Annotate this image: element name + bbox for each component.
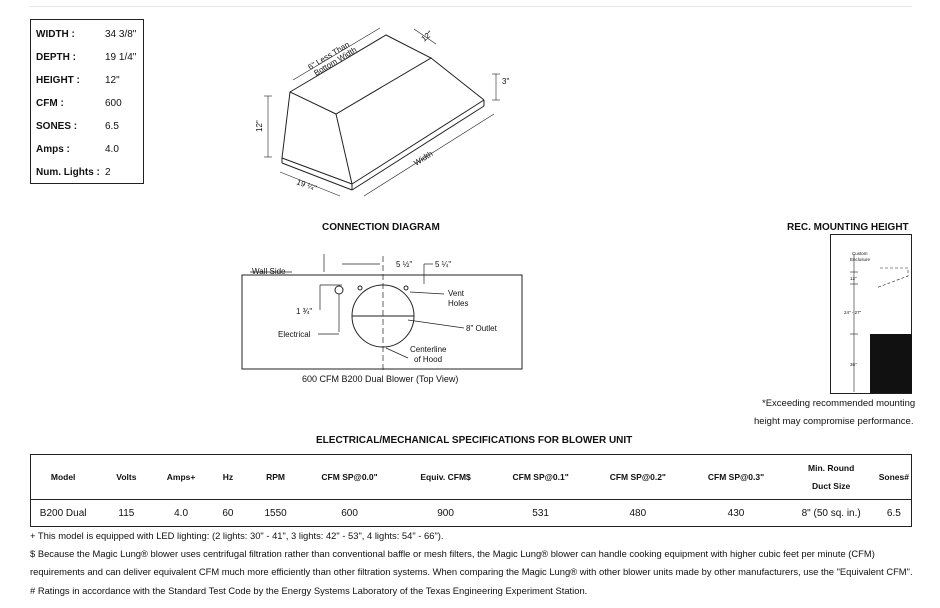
cell-amps: 4.0 xyxy=(157,499,205,527)
dim-label: CFM : xyxy=(36,98,64,109)
hood-width-label: Width xyxy=(412,149,434,167)
col-sones: Sones# xyxy=(878,472,909,482)
outlet-label: 8" Outlet xyxy=(466,324,498,333)
cell-cfm-03: 430 xyxy=(686,499,786,527)
enclosure-label-2: Enclosure xyxy=(850,257,871,262)
dim-label: Amps : xyxy=(36,144,70,155)
vent-hole-left xyxy=(357,285,363,291)
connection-caption: 600 CFM B200 Dual Blower (Top View) xyxy=(302,374,459,384)
duct-size-header-line: Duct Size xyxy=(812,481,851,491)
mount-dim-bottom: 36" xyxy=(850,362,857,367)
wall-side-label: Wall Side xyxy=(252,267,286,276)
hood-lip-label: 3" xyxy=(502,77,509,86)
hood-height-label: 12" xyxy=(255,120,264,132)
dim-value: 6.5 xyxy=(105,121,119,132)
footnote-ratings: # Ratings in accordance with the Standar… xyxy=(30,585,588,596)
table-row: B200 Dual 115 4.0 60 1550 600 900 531 48… xyxy=(30,499,912,527)
vent-hole-right xyxy=(403,285,409,291)
col-cfm-00: CFM SP@0.0" xyxy=(321,472,378,482)
cell-cfm-01: 531 xyxy=(492,499,590,527)
cell-rpm: 1550 xyxy=(251,499,300,527)
enclosure-label-1: Custom xyxy=(852,251,868,256)
mounting-note-1: *Exceeding recommended mounting xyxy=(762,398,916,409)
dim-value: 19 1/4" xyxy=(105,52,137,63)
dim-value: 2 xyxy=(105,167,111,178)
cell-equiv-cfm: 900 xyxy=(399,499,493,527)
cell-sones: 6.5 xyxy=(876,499,912,527)
mounting-title: REC. MOUNTING HEIGHT xyxy=(787,222,909,233)
dim-value: 12" xyxy=(105,75,120,86)
cell-hz: 60 xyxy=(204,499,252,527)
col-hz: Hz xyxy=(222,472,234,482)
dim-value: 4.0 xyxy=(105,144,119,155)
top-divider xyxy=(30,6,912,7)
dim-label: SONES : xyxy=(36,121,78,132)
mount-dim-top: 12" xyxy=(850,276,857,281)
col-rpm: RPM xyxy=(266,472,286,482)
specs-header-row: Model Volts Amps+ Hz RPM CFM SP@0.0" Equ… xyxy=(31,455,912,500)
duct-size-header-line: Min. Round xyxy=(808,463,855,473)
hood-isometric-drawing: 6" Less Than Bottom Width 12" 12" 3" 19 … xyxy=(255,27,509,197)
col-cfm-03: CFM SP@0.3" xyxy=(707,472,765,482)
dim-label: HEIGHT : xyxy=(36,75,80,86)
footnote-equiv-cfm-1: $ Because the Magic Lung® blower uses ce… xyxy=(30,548,875,559)
electrical-label: Electrical xyxy=(278,330,311,339)
mounting-note-2: height may compromise performance. xyxy=(754,416,914,427)
col-amps: Amps+ xyxy=(166,472,196,482)
electrical-knockout xyxy=(334,285,344,295)
footnote-led: + This model is equipped with LED lighti… xyxy=(30,530,444,541)
col-cfm-01: CFM SP@0.1" xyxy=(512,472,569,482)
col-volts: Volts xyxy=(116,472,137,482)
cell-cfm-00: 600 xyxy=(299,499,400,527)
col-equiv-cfm: Equiv. CFM$ xyxy=(420,472,471,482)
cell-duct-size: 8" (50 sq. in.) xyxy=(785,499,877,527)
dim-5-quarter: 5 ¼" xyxy=(435,260,451,269)
mounting-diagram: Custom Enclosure 12" 24" - 27" 36" xyxy=(830,234,912,394)
col-model: Model xyxy=(50,472,76,482)
specs-title: ELECTRICAL/MECHANICAL SPECIFICATIONS FOR… xyxy=(316,435,633,446)
col-cfm-02: CFM SP@0.2" xyxy=(609,472,666,482)
dim-value: 34 3/8" xyxy=(105,29,137,40)
dim-1-3-4: 1 ¾" xyxy=(296,307,312,316)
dim-label: Num. Lights : xyxy=(36,167,100,178)
cell-cfm-02: 480 xyxy=(589,499,687,527)
dim-5-half: 5 ½" xyxy=(396,260,412,269)
dimensions-box: WIDTH : 34 3/8" DEPTH : 19 1/4" HEIGHT :… xyxy=(30,19,144,184)
vent-label-2: Holes xyxy=(448,299,468,308)
cell-model: B200 Dual xyxy=(30,499,96,527)
vent-label-1: Vent xyxy=(448,289,465,298)
connection-diagram-title: CONNECTION DIAGRAM xyxy=(322,222,440,233)
connection-diagram: Wall Side 5 ½" 5 ¼" 1 ¾" Electrical Vent… xyxy=(241,254,523,370)
hood-top-face xyxy=(288,34,433,115)
cell-volts: 115 xyxy=(95,499,158,527)
blower-outline xyxy=(241,274,523,370)
dim-label: DEPTH : xyxy=(36,52,76,63)
range-block xyxy=(870,334,912,393)
mount-dim-range: 24" - 27" xyxy=(844,310,862,315)
dim-label: WIDTH : xyxy=(36,29,75,40)
centerline-label-1: Centerline xyxy=(410,345,447,354)
dim-value: 600 xyxy=(105,98,122,109)
footnote-equiv-cfm-2: requirements and can deliver equivalent … xyxy=(30,566,913,577)
specs-table: Model Volts Amps+ Hz RPM CFM SP@0.0" Equ… xyxy=(30,454,912,527)
hood-depth-label: 19 ¼" xyxy=(295,177,318,193)
centerline-label-2: of Hood xyxy=(414,355,442,364)
